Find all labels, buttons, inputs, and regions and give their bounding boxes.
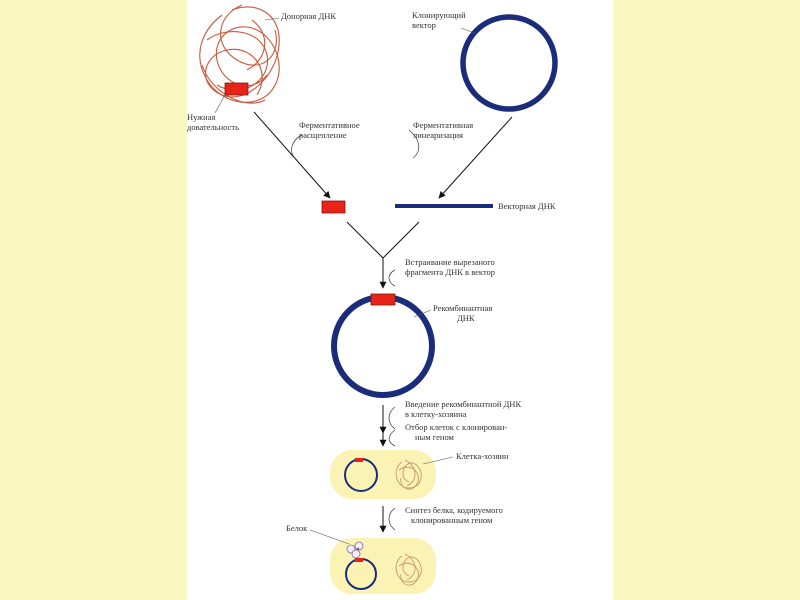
donor-dna-tangle [199, 4, 280, 104]
recombinant-dna-circle [331, 294, 435, 398]
host-cell-1-insert [355, 458, 363, 462]
linearization-leader [408, 129, 420, 159]
host-cell-1-genome [395, 459, 422, 490]
arrow-cleavage [253, 111, 331, 199]
host-cell-label: Клетка-хозяин [456, 451, 509, 461]
excised-fragment [321, 200, 346, 214]
host-cell-2-insert [355, 558, 363, 562]
arrow-linearization [438, 116, 513, 199]
insertion-leader [388, 269, 396, 287]
protein-synthesis-leader [388, 507, 396, 531]
linear-vector-dna [395, 204, 493, 208]
donor-dna-leader [264, 17, 280, 21]
insert-arrow-left [346, 221, 384, 259]
selection-leader [388, 429, 396, 447]
host-cell-2-genome [395, 553, 422, 586]
host-cell-leader [422, 456, 454, 465]
host-cell-2 [330, 538, 436, 594]
protein-synthesis-label: Синтез белка, кодируемого клонированным … [405, 505, 503, 525]
cloning-vector-circle [460, 14, 558, 112]
insertion-label: Встраивание вырезаного фрагмента ДНК в в… [405, 257, 496, 277]
recombinant-leader [413, 309, 432, 318]
introduction-label: Введение рекомбинантной ДНК в клетку-хоз… [405, 399, 522, 419]
protein-leader [309, 529, 350, 545]
vector-leader [460, 27, 478, 35]
diagram-page: Донорная ДНК Клонирующий вектор Нужная д… [187, 0, 613, 600]
enzymatic-cleavage-label: Ферментативное расщепление [299, 120, 360, 140]
host-cell-1 [330, 450, 436, 499]
needed-sequence-leader [214, 94, 226, 114]
protein-label: Белок [286, 523, 308, 533]
donor-dna-label: Донорная ДНК [281, 11, 337, 21]
enzymatic-linearization-label: Ферментативная линеаризация [413, 120, 474, 140]
selection-label: Отбор клеток с клонирован- ным геном [405, 422, 508, 442]
needed-sequence-label: Нужная довательность [187, 112, 240, 132]
vector-dna-label: Векторная ДНК [498, 201, 556, 211]
protein-blobs [346, 541, 364, 559]
introduction-leader [388, 406, 396, 430]
recombinant-dna-label: Рекомбинантная ДНК [433, 303, 493, 323]
donor-gene-fragment [224, 82, 249, 96]
cleavage-leader [291, 134, 303, 161]
recombinant-insert [370, 293, 396, 306]
cloning-vector-label: Клонирующий вектор [412, 10, 466, 30]
insert-arrow-right [382, 221, 420, 259]
cloning-diagram [199, 4, 558, 594]
